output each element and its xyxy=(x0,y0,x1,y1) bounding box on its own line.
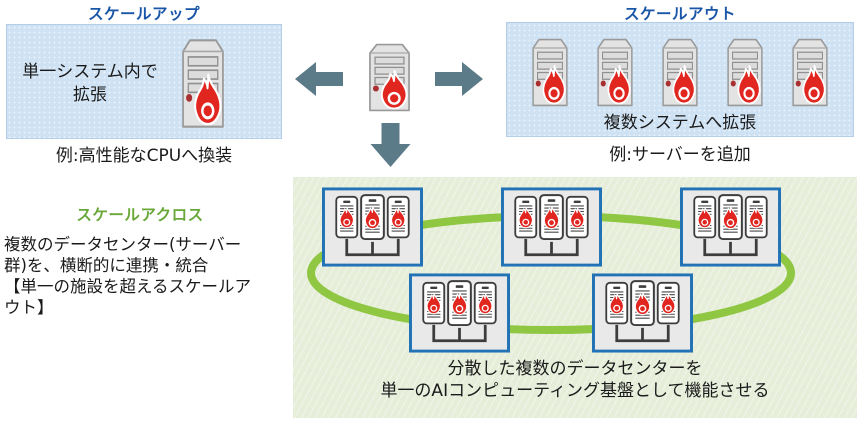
arrow-down-icon xyxy=(370,123,411,167)
server-tower-icon xyxy=(658,37,702,108)
description-line: 複数のデータセンター(サーバー xyxy=(4,235,242,254)
scale-out-caption: 例:サーバーを追加 xyxy=(609,145,751,165)
scale-across-panel: 分散した複数のデータセンターを 単一のAIコンピューティング基盤として機能させる xyxy=(293,177,857,418)
caption-line: 単一のAIコンピューティング基盤として機能させる xyxy=(380,381,770,401)
description-line: 群)を、横断的に連携・統合 xyxy=(4,256,209,275)
server-tower-icon xyxy=(593,37,637,108)
datacenter-cluster-icon xyxy=(409,273,510,353)
datacenter-cluster-icon xyxy=(592,273,693,353)
arrow-left-icon xyxy=(295,62,343,96)
arrow-right-icon xyxy=(435,62,483,96)
server-tower-icon xyxy=(364,42,415,113)
server-tower-icon xyxy=(177,37,229,130)
scale-across-caption: 分散した複数のデータセンターを 単一のAIコンピューティング基盤として機能させる xyxy=(293,358,857,402)
caption-line: 分散した複数のデータセンターを xyxy=(447,359,703,379)
scale-up-panel-text: 単一システム内で拡張 xyxy=(22,62,158,105)
description-line: ウト】 xyxy=(4,298,54,317)
scale-up-title: スケールアップ xyxy=(87,5,200,23)
scale-up-panel: 単一システム内で拡張 xyxy=(6,24,282,139)
scale-up-caption: 例:高性能なCPUへ換装 xyxy=(55,146,233,166)
scale-across-title: スケールアクロス xyxy=(76,206,204,224)
scale-out-title: スケールアウト xyxy=(623,5,736,23)
datacenter-cluster-icon xyxy=(680,187,781,267)
description-line: 【単一の施設を超えるスケールア xyxy=(4,277,252,296)
datacenter-cluster-icon xyxy=(501,187,602,267)
server-tower-icon xyxy=(788,37,832,108)
scale-across-description: 複数のデータセンター(サーバー 群)を、横断的に連携・統合 【単一の施設を超える… xyxy=(4,234,292,318)
scale-out-panel-text: 複数システムへ拡張 xyxy=(603,113,757,133)
server-tower-row xyxy=(507,37,853,108)
scale-out-panel: 複数システムへ拡張 xyxy=(506,22,854,137)
server-tower-icon xyxy=(528,37,572,108)
server-tower-icon xyxy=(723,37,767,108)
datacenter-cluster-icon xyxy=(322,187,423,267)
